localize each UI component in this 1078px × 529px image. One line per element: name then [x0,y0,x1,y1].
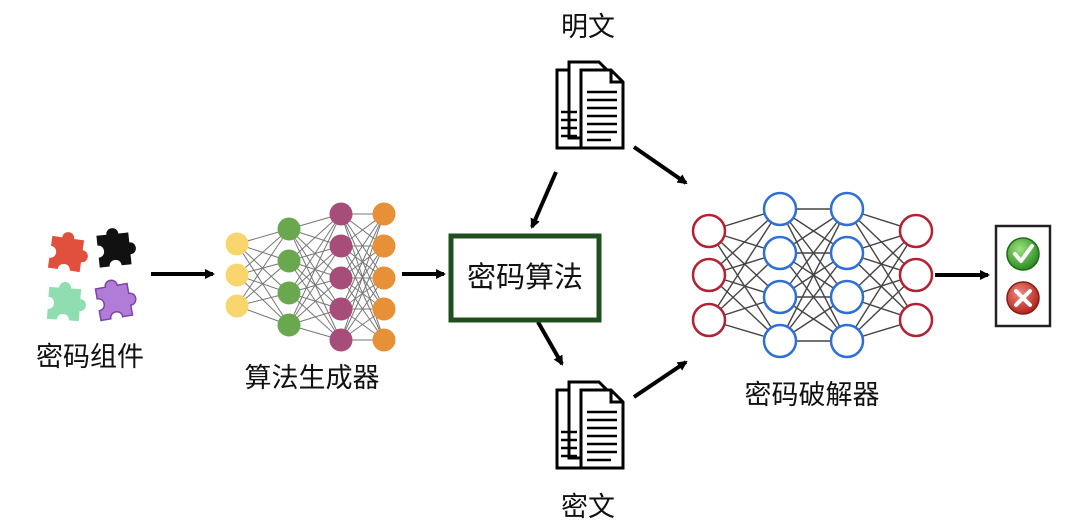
cracker-label: 密码破解器 [745,380,880,411]
arrow-algorithm-to-ciphertext [536,321,564,366]
network-edge [779,208,848,342]
network-edge [288,213,342,294]
ciphertext-label: 密文 [561,492,615,523]
generator-node [329,266,353,290]
cracker-node [829,235,865,271]
cracker-node [762,323,798,359]
network-edge [340,213,385,279]
network-edge [236,228,290,307]
cracker-node [829,279,865,315]
cracker-node [762,279,798,315]
puzzle-pieces-icon [46,225,140,322]
arrows [151,145,990,399]
document-stack-icon [555,380,625,470]
network-edge [779,208,848,298]
cross-icon [1006,281,1040,315]
cracker-node [691,302,727,338]
network-edge [340,245,385,341]
generator-node [225,263,249,287]
generator-node [277,249,301,273]
components-label: 密码组件 [36,342,144,373]
generator-node [277,281,301,305]
network-edge [779,252,848,342]
generator-node [372,234,396,258]
generator-node [329,202,353,226]
network-edge [288,245,342,326]
algorithm-label: 密码算法 [467,260,583,294]
generator-node [329,328,353,352]
generator-node [329,297,353,321]
cracker-node [691,213,727,249]
cracker-node [898,302,934,338]
generator-network [225,202,396,352]
generator-node [225,294,249,318]
arrow-ciphertext-to-cracker [632,360,688,399]
algorithm-box [448,233,602,323]
generator-node [277,313,301,337]
cracker-node [762,191,798,227]
check-icon [1006,237,1040,271]
generator-node [372,266,396,290]
plaintext-label: 明文 [561,12,615,43]
cracker-node [898,257,934,293]
generator-label: 算法生成器 [245,363,380,394]
network-edge [708,208,781,321]
generator-node [225,232,249,256]
network-edge [236,228,290,276]
cracker-node [691,257,727,293]
generator-node [329,234,353,258]
network-edge [288,277,342,326]
arrow-plaintext-to-algorithm [530,171,558,229]
network-edge [846,230,917,342]
network-edge [340,213,385,341]
network-edge [288,213,342,262]
network-edge [340,213,385,310]
cracker-node [762,235,798,271]
generator-node [372,297,396,321]
generator-node [277,217,301,241]
cracker-network [691,191,934,359]
cracker-node [898,213,934,249]
network-edge [288,213,342,326]
arrow-plaintext-to-cracker [632,145,688,185]
generator-node [372,202,396,226]
generator-node [372,328,396,352]
cracker-node [829,323,865,359]
network-edge [340,277,385,341]
document-stack-icon [555,60,625,150]
result-panel [994,224,1052,328]
cracker-node [829,191,865,227]
